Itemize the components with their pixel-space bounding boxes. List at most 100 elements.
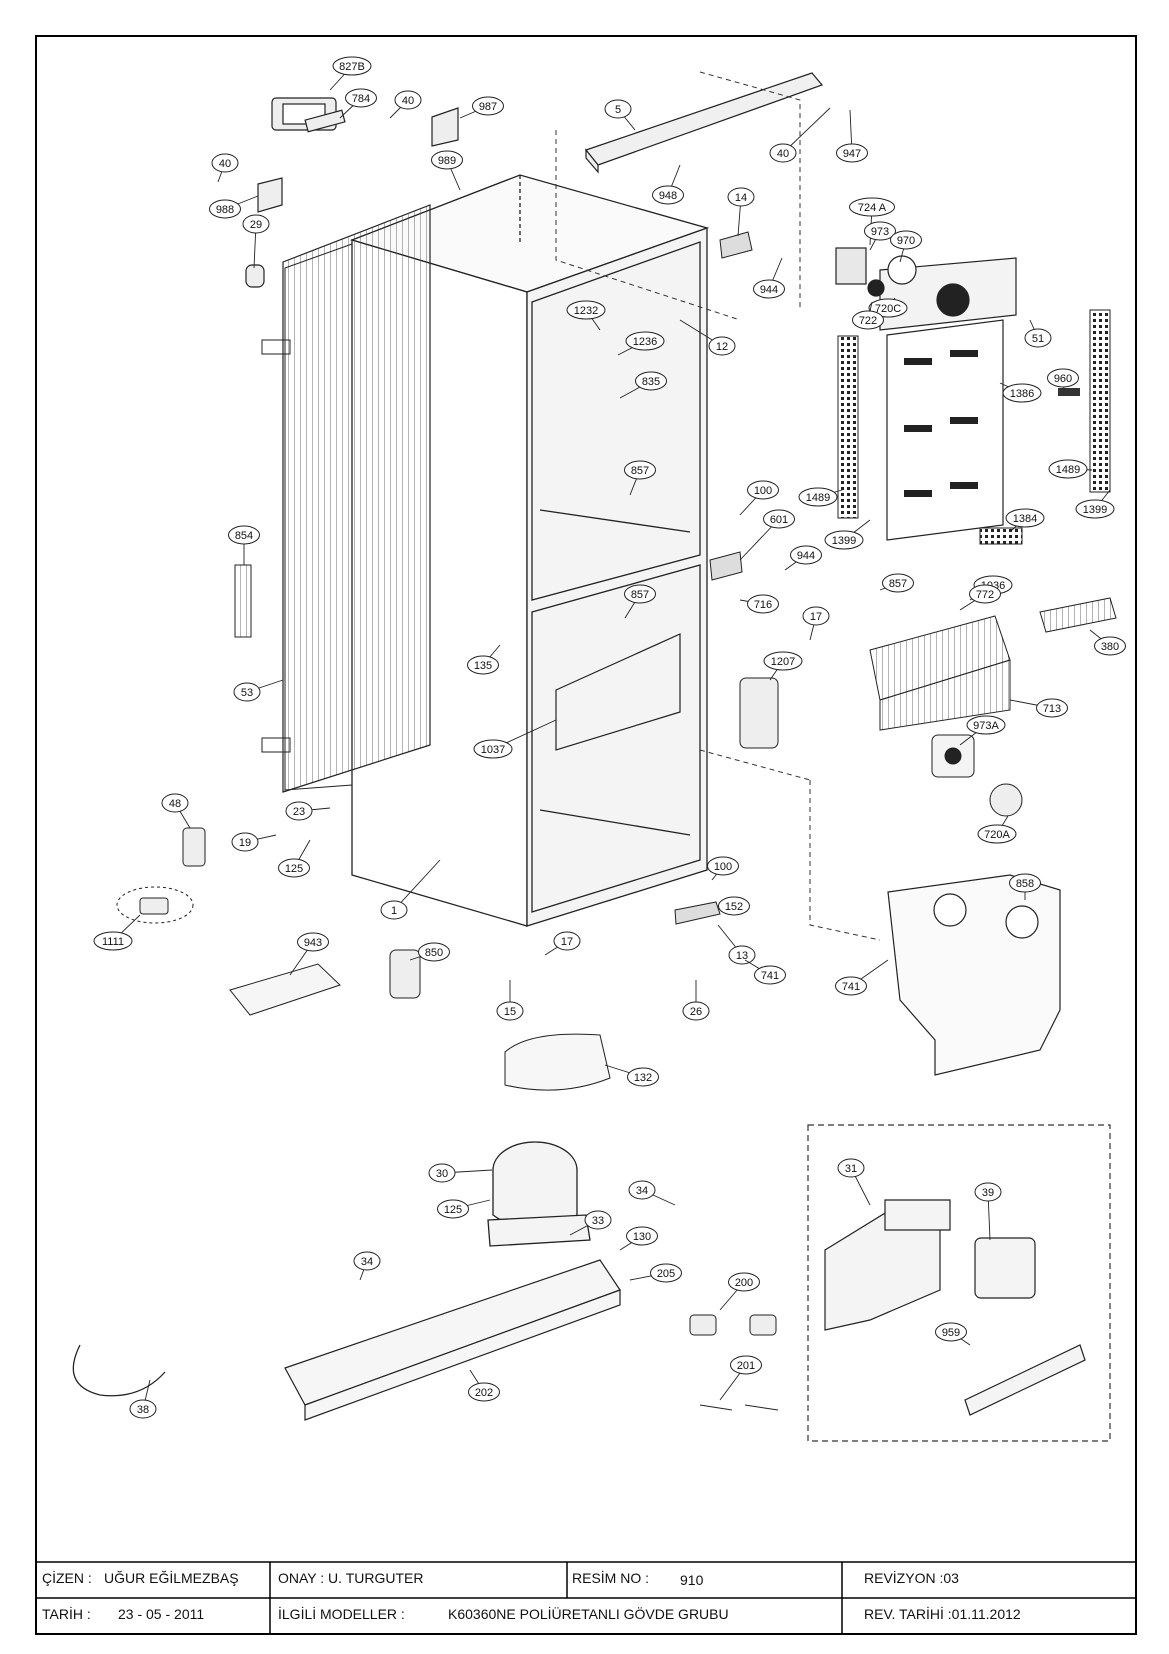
callout-c31: 31 — [837, 1158, 871, 1206]
callout-bubble — [428, 1163, 456, 1183]
callout-bubble — [754, 965, 786, 985]
evaporator — [869, 597, 1117, 731]
callout-c947: 947 — [836, 109, 868, 163]
callout-label: 100 — [714, 861, 732, 873]
callout-label: 1 — [391, 905, 397, 917]
callout-c944b: 944 — [784, 545, 822, 571]
callout-bubble — [1009, 873, 1041, 893]
callout-c959: 959 — [935, 1322, 971, 1346]
callout-label: 720A — [984, 829, 1010, 841]
leader-line — [393, 859, 441, 911]
callout-bubble — [1075, 499, 1115, 519]
callout-bubble — [935, 1322, 967, 1342]
callout-label: 39 — [982, 1187, 994, 1199]
callout-bubble — [211, 153, 239, 173]
callout-bubble — [129, 1399, 157, 1419]
models: K60360NE POLİÜRETANLI GÖVDE GRUBU — [448, 1606, 729, 1622]
date-label: TARİH : — [42, 1606, 91, 1622]
callout-bubble — [747, 480, 779, 500]
callout-label: 857 — [631, 465, 649, 477]
callout-label: 1236 — [633, 336, 657, 348]
callout-c741b: 741 — [835, 959, 889, 996]
vent-grille-right — [1089, 309, 1111, 493]
callout-bubble — [707, 856, 739, 876]
callout-bubble — [626, 1226, 658, 1246]
callout-c40c: 40 — [211, 153, 239, 183]
callout-c40b: 40 — [769, 107, 831, 163]
callout-bubble — [882, 573, 914, 593]
callout-bubble — [468, 1382, 500, 1402]
callout-label: 40 — [219, 158, 231, 170]
callout-c5: 5 — [604, 99, 636, 131]
callout-bubble — [1024, 328, 1052, 348]
callout-bubble — [798, 487, 838, 507]
callout-c40a: 40 — [389, 90, 422, 119]
callout-bubble — [161, 793, 189, 813]
date: 23 - 05 - 2011 — [118, 1606, 205, 1622]
callout-bubble — [437, 1199, 469, 1219]
callout-label: 960 — [1054, 373, 1072, 385]
callout-label: 201 — [737, 1360, 755, 1372]
callout-c973a: 973A — [959, 715, 1006, 746]
callout-c989: 989 — [431, 150, 463, 191]
callout-label: 601 — [770, 514, 788, 526]
callout-label: 1399 — [832, 535, 856, 547]
callout-c1: 1 — [380, 859, 441, 920]
callout-c1489a: 1489 — [798, 487, 843, 507]
callout-c850: 850 — [409, 942, 450, 962]
callout-c858: 858 — [1009, 873, 1041, 900]
callout-c970: 970 — [890, 230, 922, 263]
callout-label: 947 — [843, 148, 861, 160]
inset-parts — [824, 1199, 1086, 1416]
callout-label: 40 — [777, 148, 789, 160]
hinges — [674, 231, 753, 925]
callout-bubble — [604, 99, 632, 119]
callout-bubble — [628, 1180, 656, 1200]
callout-bubble — [566, 300, 606, 320]
callout-bubble — [790, 545, 822, 565]
callout-label: 716 — [754, 599, 772, 611]
callout-label: 26 — [690, 1006, 702, 1018]
callout-label: 135 — [474, 660, 492, 672]
callout-label: 100 — [754, 485, 772, 497]
callout-label: 15 — [504, 1006, 516, 1018]
callout-label: 722 — [859, 315, 877, 327]
callout-bubble — [624, 460, 656, 480]
callout-bubble — [864, 221, 896, 241]
callout-c380: 380 — [1089, 629, 1126, 656]
callout-bubble — [496, 1001, 524, 1021]
callout-c854: 854 — [228, 525, 260, 565]
callout-c741a: 741 — [744, 959, 786, 985]
callout-label: 48 — [169, 798, 181, 810]
callout-bubble — [332, 56, 372, 76]
callout-label: 23 — [293, 806, 305, 818]
callout-c1111: 1111 — [93, 914, 141, 951]
callout-c857c: 857 — [879, 573, 914, 593]
compressor — [487, 1141, 591, 1247]
callout-c1399b: 1399 — [1075, 489, 1115, 519]
callout-label: 13 — [736, 950, 748, 962]
callout-bubble — [285, 801, 313, 821]
callout-c26: 26 — [682, 980, 710, 1021]
callout-c130: 130 — [619, 1226, 658, 1251]
callout-bubble — [747, 594, 779, 614]
callout-label: 854 — [235, 530, 253, 542]
callout-c135: 135 — [467, 644, 501, 675]
rear-fan — [931, 734, 1023, 817]
callout-label: 14 — [735, 192, 747, 204]
callout-bubble — [93, 931, 133, 951]
callout-bubble — [353, 1251, 381, 1271]
callout-c17a: 17 — [802, 606, 830, 641]
callout-c988: 988 — [209, 195, 259, 219]
callout-c205: 205 — [629, 1263, 682, 1283]
callout-label: 948 — [659, 190, 677, 202]
drawing-no-label: RESİM NO : — [572, 1570, 650, 1586]
callout-label: 988 — [216, 204, 234, 216]
callout-label: 125 — [285, 863, 303, 875]
callout-c15: 15 — [496, 980, 524, 1021]
callout-label: 720C — [875, 303, 901, 315]
callout-c1386: 1386 — [999, 382, 1042, 403]
callout-bubble — [635, 371, 667, 391]
callout-c835: 835 — [619, 371, 667, 399]
